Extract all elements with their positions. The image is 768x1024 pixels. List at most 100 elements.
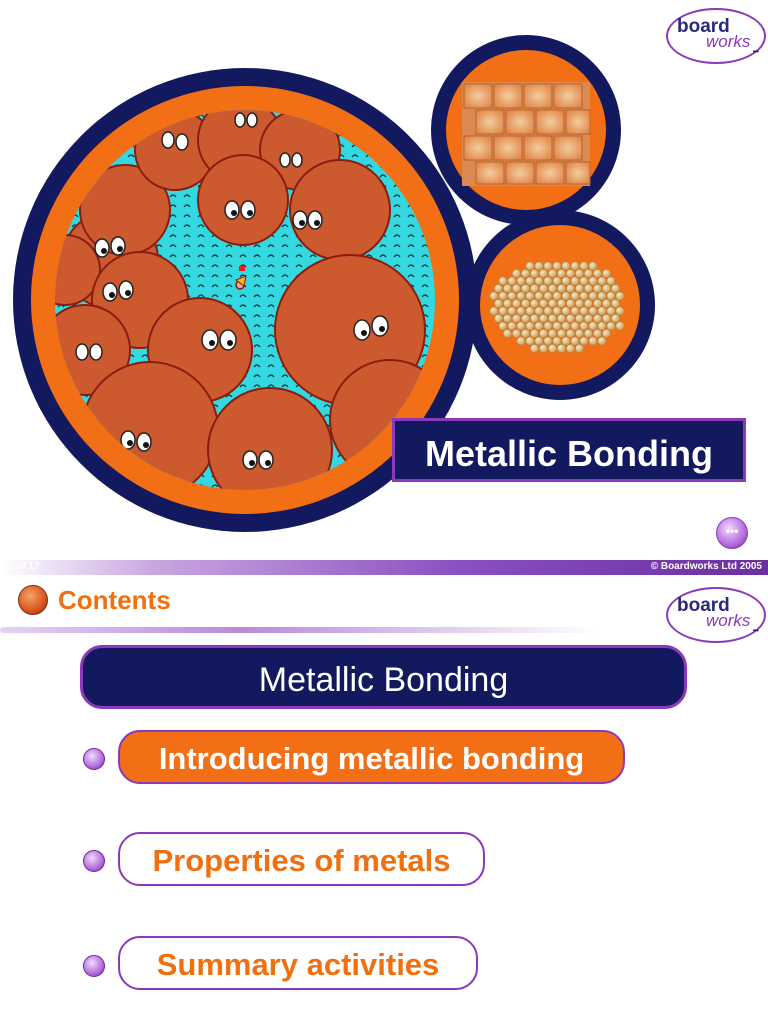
slide-title: Metallic Bonding <box>425 433 713 474</box>
atom-ball <box>534 336 544 346</box>
atom-ball <box>592 328 602 338</box>
atom-ball <box>588 336 598 346</box>
logo-word-board: board <box>677 595 730 616</box>
logo-dots: ••• <box>752 47 759 56</box>
atom-ball <box>583 268 593 278</box>
atom-ball <box>538 343 548 353</box>
atom-ball <box>538 298 548 308</box>
atom-ball <box>570 276 580 286</box>
atom-ball <box>525 261 535 271</box>
atom-ball <box>529 268 539 278</box>
atom-ball <box>520 313 530 323</box>
atom-ball <box>592 298 602 308</box>
contents-link-properties-of-metals[interactable]: Properties of metals <box>118 832 485 886</box>
atom-ball <box>588 321 598 331</box>
atom-ball <box>511 313 521 323</box>
atom-ball <box>601 268 611 278</box>
atom-ball <box>574 313 584 323</box>
atom-ball <box>516 276 526 286</box>
atom-ball <box>547 298 557 308</box>
title-slide: board works ••• Metallic Bonding ••• <box>13 8 766 549</box>
atom-ball <box>520 283 530 293</box>
atom-ball <box>579 321 589 331</box>
atom-ball <box>507 291 517 301</box>
atom-ball <box>601 298 611 308</box>
atom-ball <box>538 283 548 293</box>
atom-ball <box>516 321 526 331</box>
contents-heading: Contents <box>58 585 171 615</box>
atom-ball <box>592 283 602 293</box>
slide-title-box: Metallic Bonding <box>392 418 746 482</box>
contents-link-label: Introducing metallic bonding <box>158 741 585 776</box>
atom-ball <box>615 306 625 316</box>
atom-ball <box>498 306 508 316</box>
contents-link-summary-activities[interactable]: Summary activities <box>118 936 478 990</box>
atom-ball <box>511 328 521 338</box>
atom-ball <box>547 328 557 338</box>
atom-ball <box>529 283 539 293</box>
atom-ball <box>597 336 607 346</box>
atom-ball <box>570 291 580 301</box>
contents-link-label: Properties of metals <box>152 843 451 878</box>
atom-ball <box>565 328 575 338</box>
atom-ball <box>615 321 625 331</box>
atom-ball <box>574 268 584 278</box>
atom-ball <box>529 343 539 353</box>
atom-ball <box>543 321 553 331</box>
atom-ball <box>552 306 562 316</box>
atom-ball <box>552 276 562 286</box>
atom-ball <box>507 276 517 286</box>
contents-globe-icon[interactable] <box>18 585 48 615</box>
atom-ball <box>547 343 557 353</box>
atom-ball <box>574 298 584 308</box>
atom-ball <box>552 336 562 346</box>
title-illustration <box>13 35 655 532</box>
atom-ball <box>561 261 571 271</box>
atom-ball <box>534 321 544 331</box>
atom-ball <box>561 336 571 346</box>
atom-ball <box>525 306 535 316</box>
section-title-box: Metallic Bonding <box>80 645 687 709</box>
atom-ball <box>588 276 598 286</box>
atom-ball <box>561 321 571 331</box>
atom-ball <box>552 321 562 331</box>
header-divider <box>0 627 600 633</box>
atom-ball <box>561 306 571 316</box>
atom-ball <box>565 283 575 293</box>
atom-ball <box>565 268 575 278</box>
atom-ball <box>534 276 544 286</box>
atom-ball <box>610 283 620 293</box>
atom-ball <box>597 306 607 316</box>
atom-ball <box>493 313 503 323</box>
sea-of-electrons-circle <box>13 68 477 532</box>
atom-ball <box>556 313 566 323</box>
logo-dots: ••• <box>752 626 759 635</box>
atom-ball <box>525 291 535 301</box>
atom-ball <box>543 336 553 346</box>
atom-ball <box>565 298 575 308</box>
contents-link-introducing-metallic-bonding[interactable]: Introducing metallic bonding <box>118 730 625 784</box>
atom-ball <box>507 321 517 331</box>
atom-ball <box>538 268 548 278</box>
atom-ball <box>588 306 598 316</box>
atom-ball <box>498 291 508 301</box>
atom-ball <box>520 328 530 338</box>
atom-ball <box>547 283 557 293</box>
atom-ball <box>543 276 553 286</box>
contents-link-label: Summary activities <box>156 947 440 982</box>
atom-ball <box>606 276 616 286</box>
section-title: Metallic Bonding <box>258 661 509 699</box>
atom-ball <box>574 328 584 338</box>
contents-slide: Contents board works ••• Metallic Bondin… <box>0 575 768 1024</box>
atom-ball <box>588 291 598 301</box>
atom-ball <box>538 328 548 338</box>
atom-ball <box>502 298 512 308</box>
atom-ball <box>610 298 620 308</box>
atom-ball <box>561 291 571 301</box>
atom-ball <box>529 298 539 308</box>
atom-ball <box>574 343 584 353</box>
atom-ball <box>552 291 562 301</box>
atom-ball <box>516 306 526 316</box>
atom-ball <box>588 261 598 271</box>
next-slide-button[interactable]: ••• <box>716 517 748 549</box>
